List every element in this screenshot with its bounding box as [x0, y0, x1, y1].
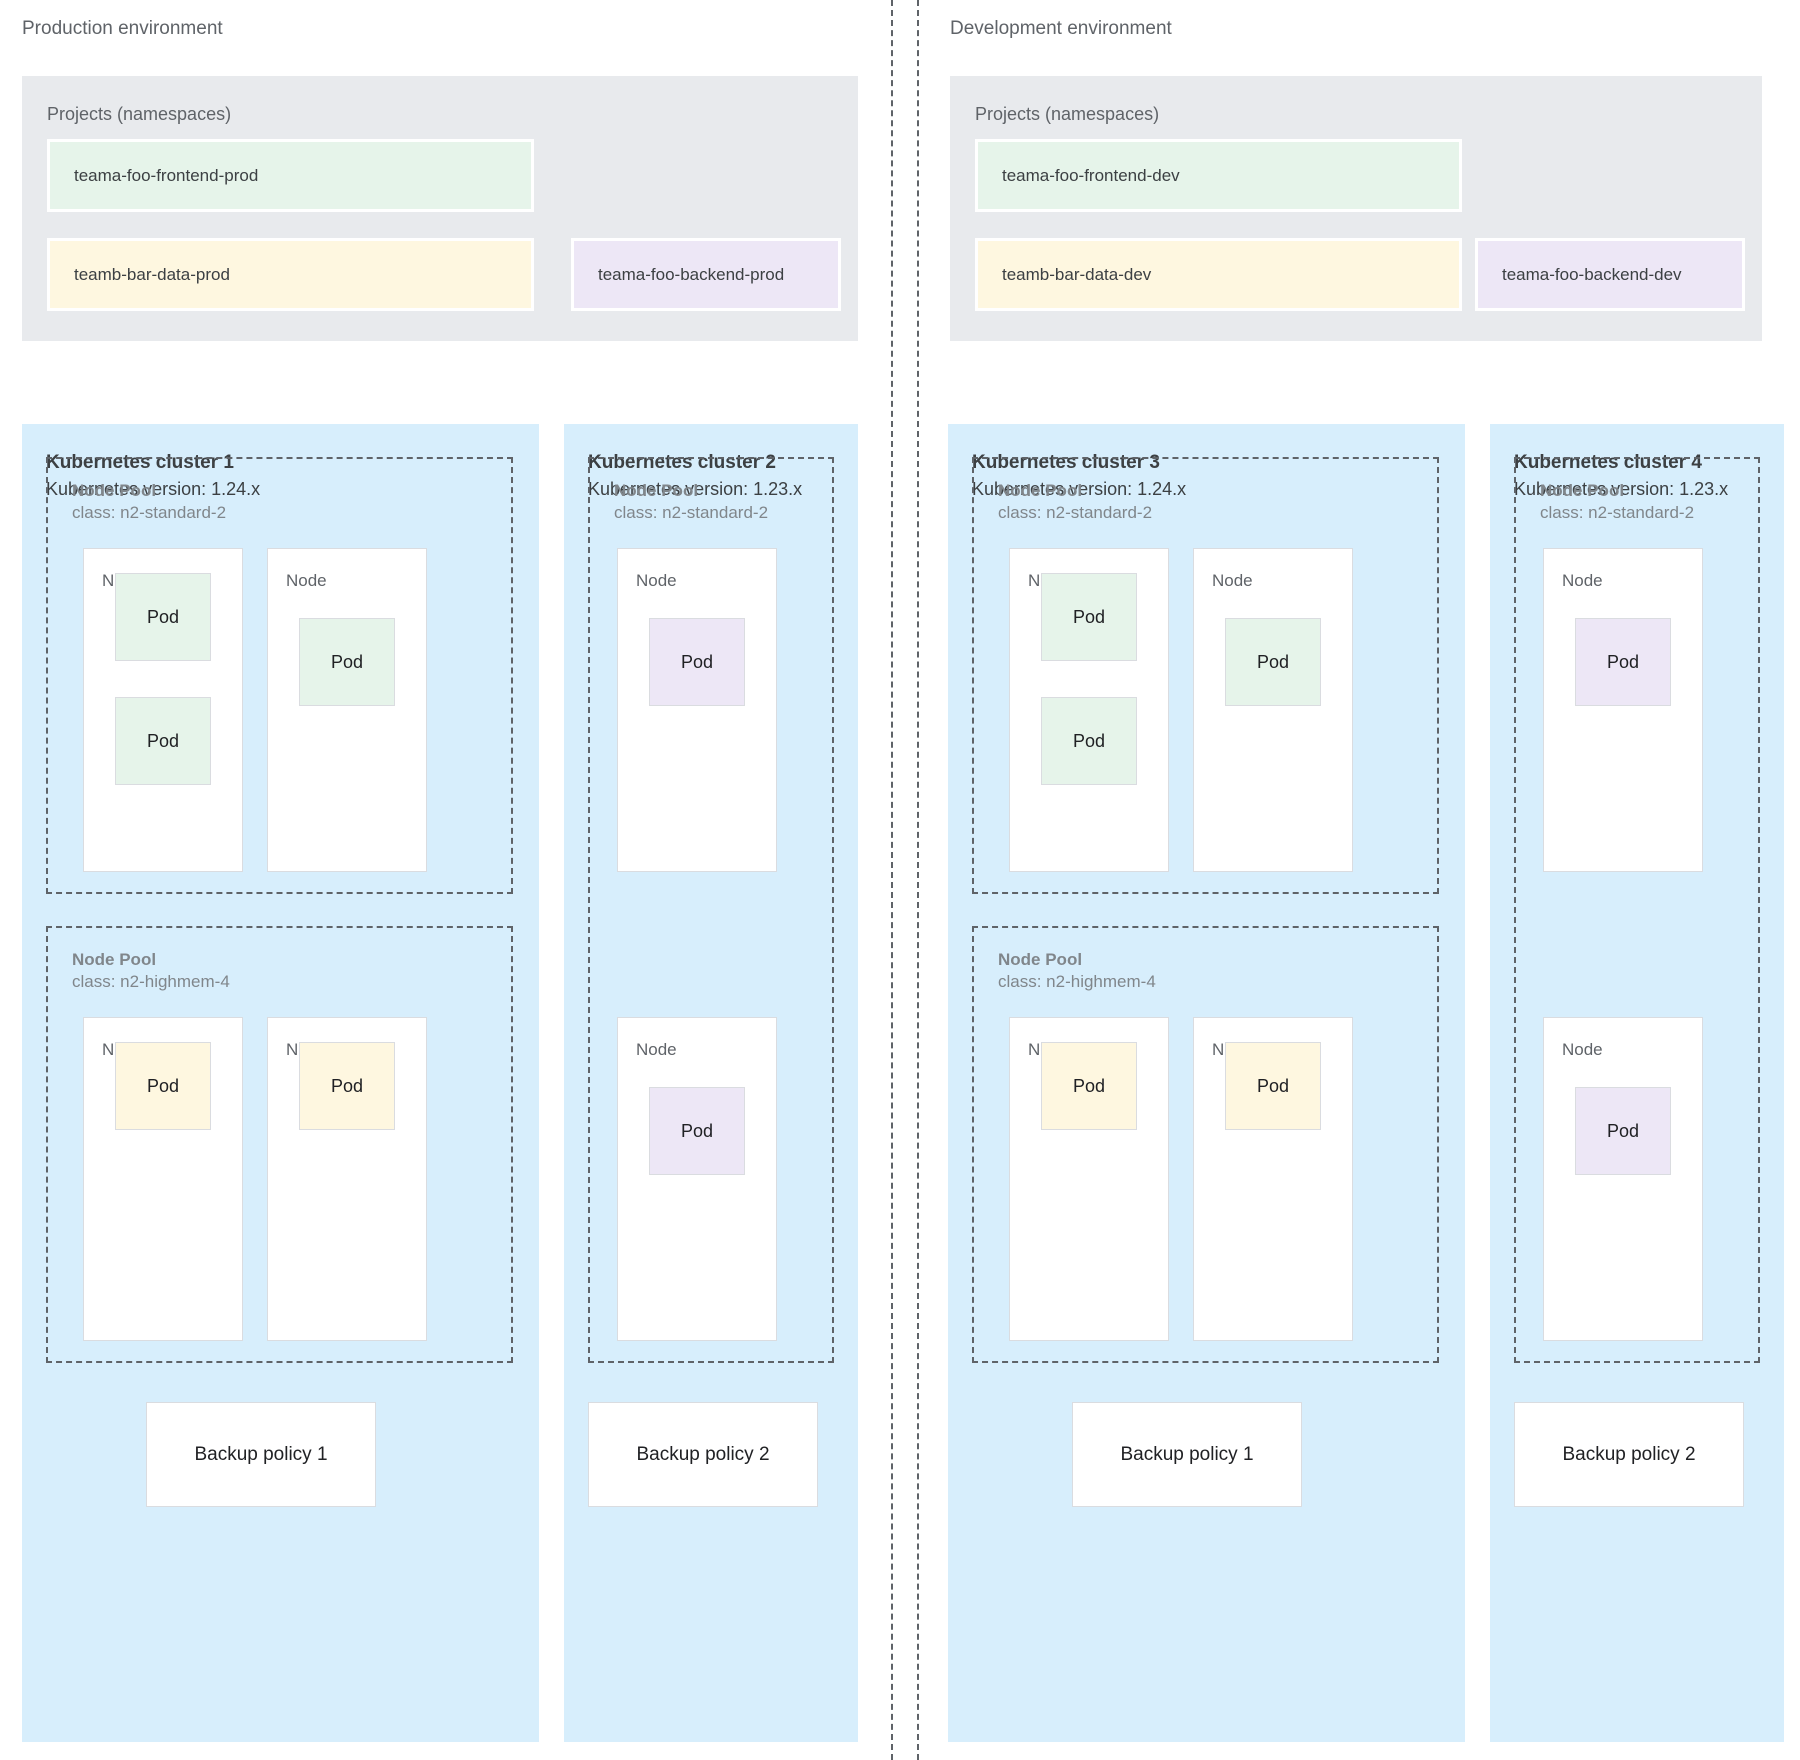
projects-panel-title: Projects (namespaces) — [975, 104, 1160, 124]
pod-card[interactable]: Pod — [115, 1042, 211, 1130]
node-label: Node — [636, 571, 677, 590]
node-label: Node — [1212, 571, 1253, 590]
node-label: Node — [1562, 571, 1603, 590]
node-pool: Node Pool class: n2-highmem-4 Node Pod N… — [972, 926, 1439, 1363]
node-pool-class: class: n2-highmem-4 — [72, 972, 230, 991]
pod-card[interactable]: Pod — [1041, 1042, 1137, 1130]
namespace-card[interactable]: teama-foo-backend-prod — [571, 238, 841, 311]
cluster-version: Kubernetes version: 1.24.x — [46, 479, 261, 499]
namespace-card[interactable]: teama-foo-frontend-dev — [975, 139, 1462, 212]
node-pool-class: class: n2-standard-2 — [72, 503, 227, 522]
node-label: Node — [286, 571, 327, 590]
node-pool-title: Node Pool — [614, 481, 699, 500]
pod-card[interactable]: Pod — [1041, 697, 1137, 785]
pod-card[interactable]: Pod — [1041, 573, 1137, 661]
kubernetes-cluster-card[interactable]: Kubernetes cluster 1 Kubernetes version:… — [22, 424, 539, 1742]
kubernetes-cluster-card[interactable]: Kubernetes cluster 4 Kubernetes version:… — [1490, 424, 1784, 1742]
node-pool: Node Pool class: n2-standard-2 Node Pod … — [588, 457, 834, 1363]
pod-card[interactable]: Pod — [1575, 1087, 1671, 1175]
node-pool: Node Pool class: n2-standard-2 Node Pod … — [972, 457, 1439, 894]
node-card[interactable]: Node Pod — [1543, 548, 1703, 872]
cluster-version: Kubernetes version: 1.24.x — [972, 479, 1187, 499]
node-card[interactable]: Node Pod — [267, 548, 427, 872]
cluster-version: Kubernetes version: 1.23.x — [588, 479, 803, 499]
node-pool: Node Pool class: n2-standard-2 Node Pod … — [1514, 457, 1760, 1363]
projects-panel-title: Projects (namespaces) — [47, 104, 232, 124]
node-pool-title: Node Pool — [998, 481, 1083, 500]
pod-card[interactable]: Pod — [115, 573, 211, 661]
node-card[interactable]: Node Pod — [617, 548, 777, 872]
environment-divider-line — [917, 0, 919, 1760]
node-label: Node — [636, 1040, 677, 1059]
projects-panel-production: Projects (namespaces) teama-foo-frontend… — [22, 76, 858, 341]
node-card[interactable]: Node Pod — [1193, 548, 1353, 872]
node-pool-title: Node Pool — [998, 950, 1083, 969]
cluster-version: Kubernetes version: 1.23.x — [1514, 479, 1729, 499]
pod-card[interactable]: Pod — [1225, 1042, 1321, 1130]
pod-card[interactable]: Pod — [1575, 618, 1671, 706]
namespace-card[interactable]: teamb-bar-data-prod — [47, 238, 534, 311]
pod-card[interactable]: Pod — [1225, 618, 1321, 706]
node-pool-title: Node Pool — [1540, 481, 1625, 500]
node-pool: Node Pool class: n2-highmem-4 Node Pod N… — [46, 926, 513, 1363]
node-label: Node — [1562, 1040, 1603, 1059]
node-pool-class: class: n2-standard-2 — [998, 503, 1153, 522]
node-card[interactable]: Node Pod Pod — [83, 548, 243, 872]
environment-production: Production environment Projects (namespa… — [0, 0, 880, 1760]
pod-card[interactable]: Pod — [649, 618, 745, 706]
namespace-card[interactable]: teama-foo-frontend-prod — [47, 139, 534, 212]
node-card[interactable]: Node Pod — [83, 1017, 243, 1341]
node-card[interactable]: Node Pod — [617, 1017, 777, 1341]
node-card[interactable]: Node Pod Pod — [1009, 548, 1169, 872]
pod-card[interactable]: Pod — [115, 697, 211, 785]
environment-title-production: Production environment — [22, 18, 223, 39]
environment-development: Development environment Projects (namesp… — [928, 0, 1800, 1760]
node-card[interactable]: Node Pod — [1009, 1017, 1169, 1341]
node-pool-title: Node Pool — [72, 950, 157, 969]
node-pool: Node Pool class: n2-standard-2 Node Pod … — [46, 457, 513, 894]
environment-divider-line — [891, 0, 893, 1760]
node-pool-title: Node Pool — [72, 481, 157, 500]
backup-policy-card[interactable]: Backup policy 1 — [1072, 1402, 1302, 1507]
node-pool-class: class: n2-highmem-4 — [998, 972, 1156, 991]
kubernetes-cluster-card[interactable]: Kubernetes cluster 2 Kubernetes version:… — [564, 424, 858, 1742]
pod-card[interactable]: Pod — [299, 618, 395, 706]
namespace-card[interactable]: teamb-bar-data-dev — [975, 238, 1462, 311]
environment-title-development: Development environment — [950, 18, 1172, 39]
node-card[interactable]: Node Pod — [267, 1017, 427, 1341]
node-card[interactable]: Node Pod — [1543, 1017, 1703, 1341]
node-pool-class: class: n2-standard-2 — [614, 503, 769, 522]
node-card[interactable]: Node Pod — [1193, 1017, 1353, 1341]
namespace-card[interactable]: teama-foo-backend-dev — [1475, 238, 1745, 311]
backup-policy-card[interactable]: Backup policy 2 — [588, 1402, 818, 1507]
projects-panel-development: Projects (namespaces) teama-foo-frontend… — [950, 76, 1762, 341]
node-pool-class: class: n2-standard-2 — [1540, 503, 1695, 522]
pod-card[interactable]: Pod — [299, 1042, 395, 1130]
backup-policy-card[interactable]: Backup policy 1 — [146, 1402, 376, 1507]
pod-card[interactable]: Pod — [649, 1087, 745, 1175]
backup-policy-card[interactable]: Backup policy 2 — [1514, 1402, 1744, 1507]
kubernetes-cluster-card[interactable]: Kubernetes cluster 3 Kubernetes version:… — [948, 424, 1465, 1742]
